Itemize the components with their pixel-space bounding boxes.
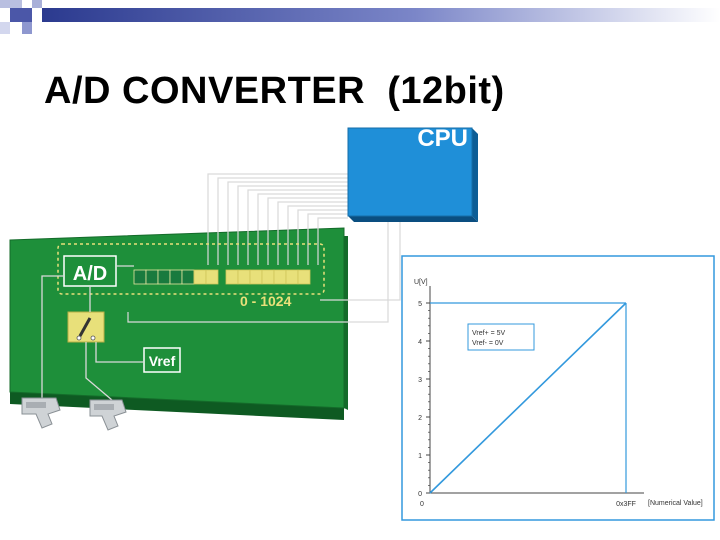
transfer-line — [429, 302, 627, 494]
range-label: 0 - 1024 — [240, 293, 292, 309]
y-tick-label: 1 — [418, 453, 422, 460]
data-bus-wires — [207, 173, 348, 265]
ad-label: A/D — [73, 263, 107, 285]
cpu-block — [347, 127, 473, 217]
x-tick-label: 0x3FF — [616, 501, 636, 508]
y-tick-label: 5 — [418, 301, 422, 308]
y-axis-label: U[V] — [414, 279, 428, 286]
slide-title: A/D CONVERTER (12bit) — [44, 70, 505, 112]
bit-cell — [205, 269, 219, 285]
chart-frame — [401, 255, 715, 521]
bit-cell — [297, 269, 311, 285]
switch-lever — [78, 317, 92, 337]
board-edge-right — [344, 236, 348, 410]
bit-cells — [133, 269, 311, 285]
input-connector-left — [21, 397, 61, 429]
legend-line-1: Vref+ = 5V — [472, 330, 506, 337]
cpu-block-side — [472, 128, 478, 222]
chart-ticks: 0 1 2 3 4 5 0 0x3FF — [418, 301, 636, 508]
chart-axes — [429, 286, 644, 494]
legend-line-2: Vref- = 0V — [472, 340, 504, 347]
board-wiring — [41, 265, 144, 402]
chart-guides — [430, 302, 627, 493]
y-tick-label: 0 — [418, 491, 422, 498]
y-tick-label: 4 — [418, 339, 422, 346]
x-tick-label: 0 — [420, 501, 424, 508]
y-tick-label: 3 — [418, 377, 422, 384]
chart-series — [429, 302, 627, 494]
ad-box — [63, 255, 117, 287]
cpu-label: CPU — [417, 125, 468, 152]
input-connector-right — [89, 399, 127, 431]
y-tick-label: 2 — [418, 415, 422, 422]
control-wires — [127, 222, 401, 323]
vref-label: Vref — [149, 353, 176, 369]
x-axis-label: [Numerical Value] — [648, 500, 703, 507]
top-banner — [0, 0, 720, 34]
chart-legend: Vref+ = 5V Vref- = 0V — [467, 323, 535, 351]
converter-outline — [57, 243, 325, 295]
cpu-block-bottom — [348, 216, 478, 222]
legend-box — [467, 323, 535, 351]
board-side — [10, 392, 344, 420]
vref-box — [143, 347, 181, 373]
